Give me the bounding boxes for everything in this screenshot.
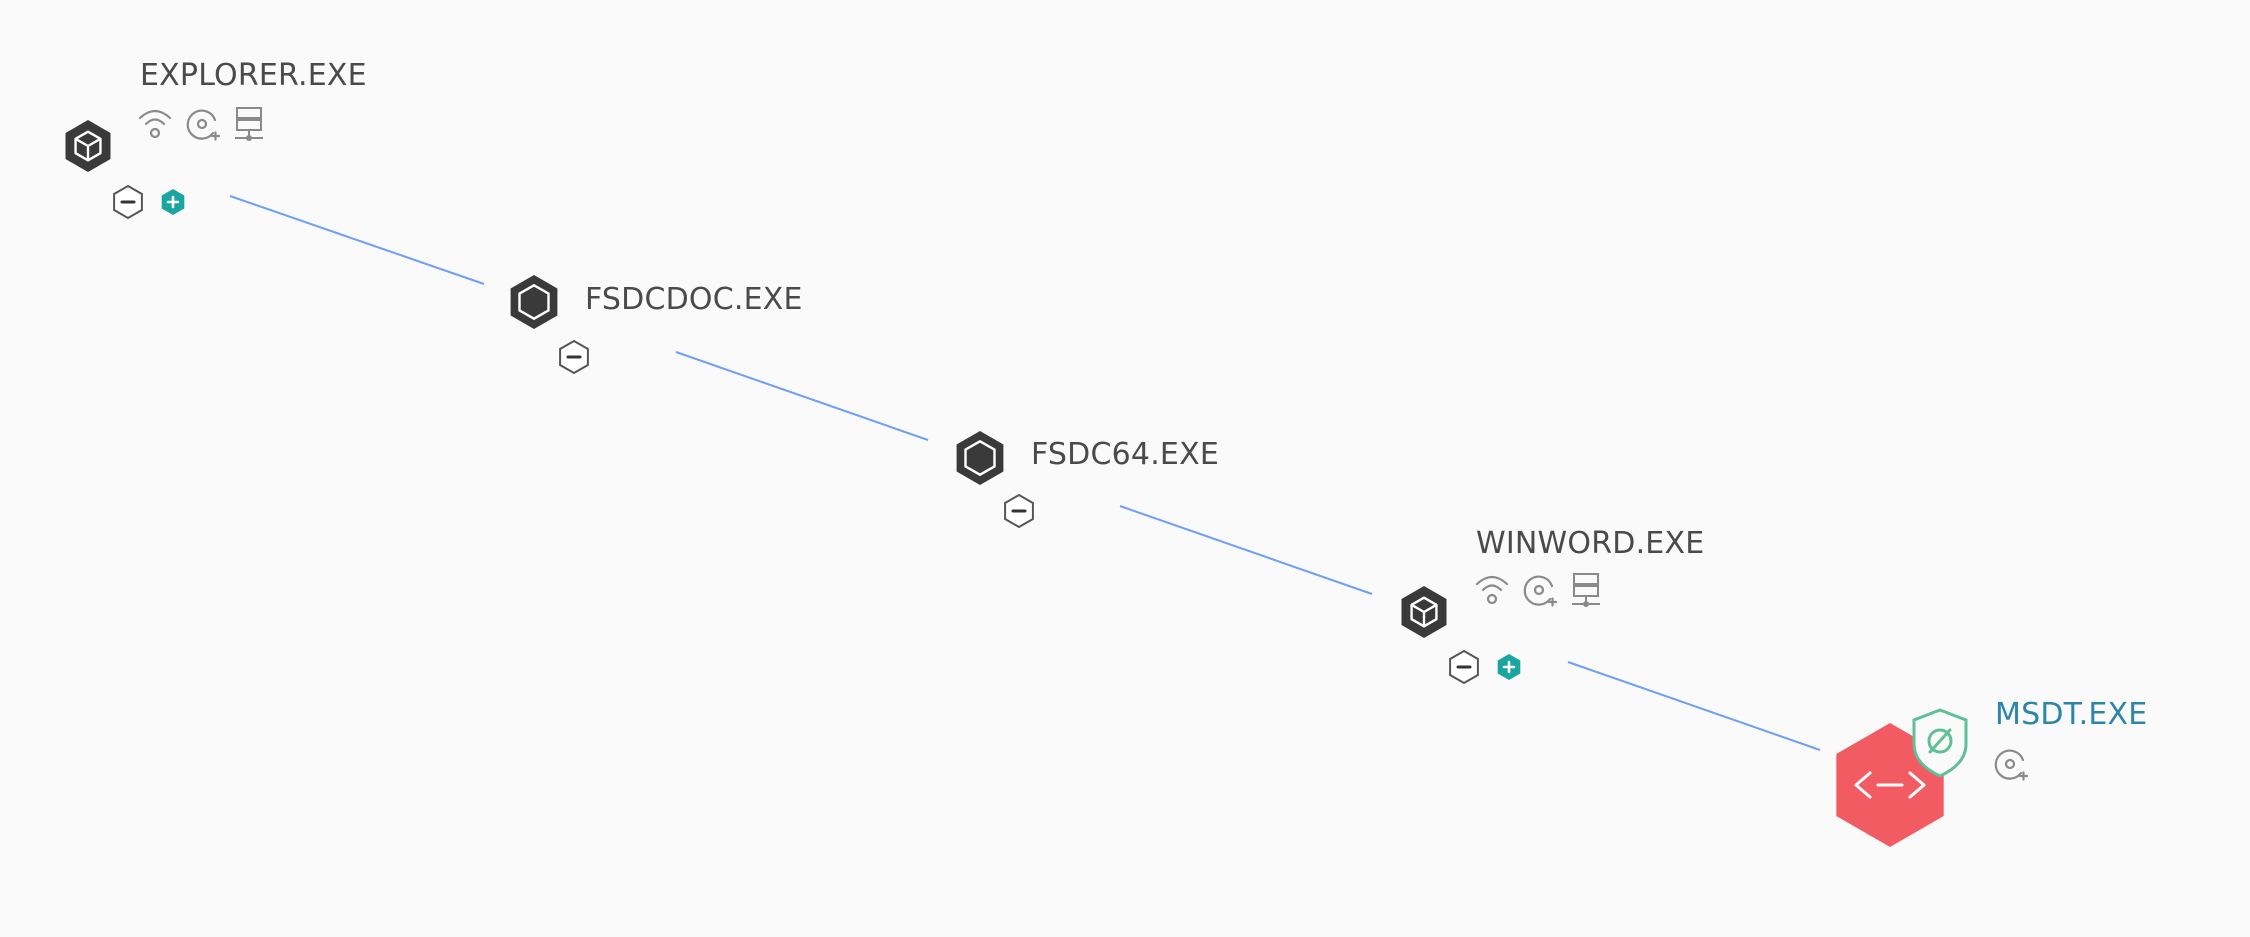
server-icon [235,107,263,141]
disc-icon [186,109,221,141]
collapse-icon[interactable] [1449,649,1479,685]
edge-explorer-fsdcdoc [229,195,485,285]
node-label-msdt[interactable]: MSDT.EXE [1995,697,2148,732]
collapse-icon[interactable] [559,339,589,375]
nodes-layer [65,107,2029,847]
expand-icon[interactable] [1497,654,1521,680]
hexagon-icon[interactable] [510,275,558,329]
expand-icon[interactable] [161,189,185,215]
node-fsdc64[interactable] [956,431,1034,529]
disc-icon [1523,575,1558,607]
cube-icon[interactable] [65,120,111,172]
disc-icon [1994,749,2029,781]
wifi-icon [138,109,172,139]
cube-icon[interactable] [1401,586,1447,638]
edge-fsdc64-winword [1119,505,1373,595]
edge-fsdcdoc-fsdc64 [675,351,929,441]
node-fsdcdoc[interactable] [510,275,589,375]
collapse-icon[interactable] [113,184,143,220]
shield-slash-icon [1912,708,1968,778]
node-label-fsdcdoc[interactable]: FSDCDOC.EXE [585,282,803,317]
edge-winword-msdt [1567,661,1821,751]
wifi-icon [1475,575,1509,605]
collapse-icon[interactable] [1004,493,1034,529]
node-label-fsdc64[interactable]: FSDC64.EXE [1031,437,1219,472]
node-explorer[interactable] [65,107,264,220]
node-winword[interactable] [1401,573,1601,685]
node-label-winword[interactable]: WINWORD.EXE [1476,526,1705,561]
edges-layer [229,195,1821,751]
node-label-explorer[interactable]: EXPLORER.EXE [140,58,367,93]
hexagon-icon[interactable] [956,431,1004,485]
node-msdt[interactable] [1836,708,2029,847]
server-icon [1572,573,1600,607]
